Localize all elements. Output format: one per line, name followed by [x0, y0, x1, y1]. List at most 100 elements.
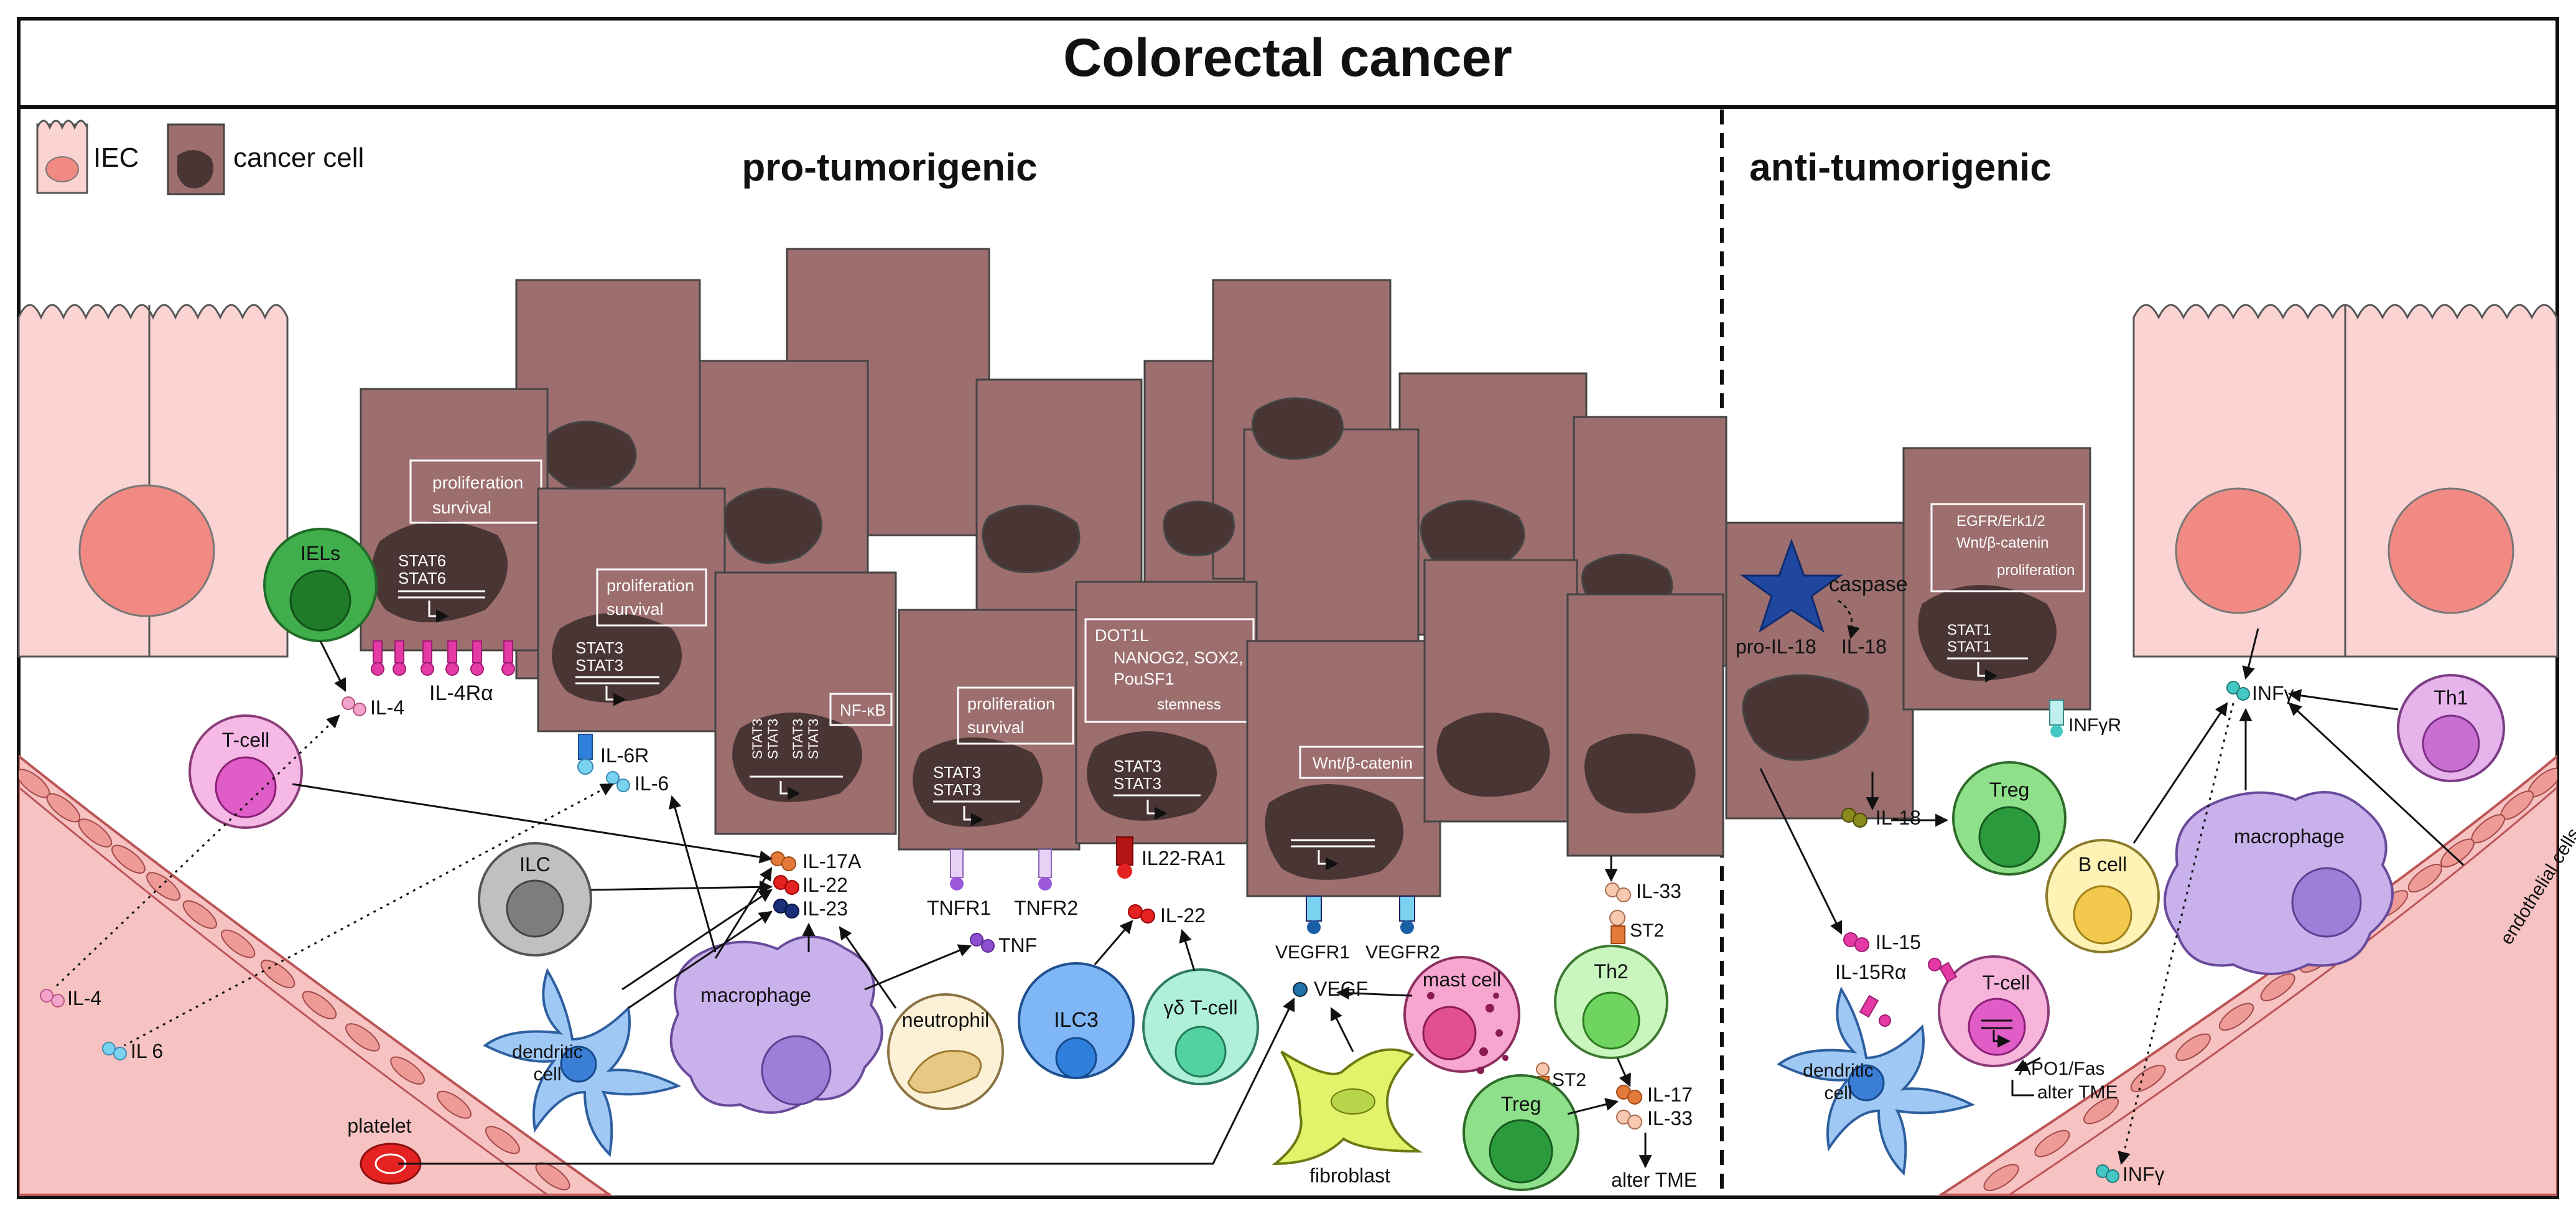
iels-cell: IELs [263, 528, 378, 642]
stat6-label-2: STAT6 [398, 569, 446, 587]
ilc-label: ILC [519, 853, 551, 876]
endothelial-cell [182, 900, 217, 929]
ilc-cell: ILC [478, 842, 592, 956]
th1-cell: Th1 [2397, 674, 2505, 782]
dot1l-line-4: stemness [1157, 696, 1221, 713]
stat3-quad-1: STAT3 [750, 719, 765, 759]
iels-label: IELs [300, 542, 340, 564]
cancer-cell-wnt: Wnt/β-catenin [1246, 640, 1441, 897]
endothelial-cell [2260, 973, 2295, 1002]
mast-cell-label: mast cell [1423, 968, 1501, 991]
platelet-cell: platelet [347, 1115, 422, 1185]
treg-anti-label: Treg [1989, 779, 2030, 801]
il33-dots-2 [1616, 1110, 1642, 1129]
dendritic-cell-anti: dendritic cell [1777, 986, 1976, 1176]
t-cell-anti: T-cell [1928, 955, 2050, 1067]
legend-iec-label: IEC [93, 143, 139, 173]
il33-label: IL-33 [1636, 880, 1681, 902]
endothelial-cell [2407, 864, 2442, 893]
il6-label: IL-6 [635, 772, 669, 795]
il18-label-2: IL-18 [1876, 807, 1921, 829]
legend: IEC cancer cell [36, 119, 364, 195]
il23-dots [773, 899, 799, 919]
il4-dots [342, 696, 366, 716]
stat3-quad-3: STAT3 [790, 719, 806, 759]
vegfr-receptors [1306, 896, 1415, 934]
dendritic-anti-label-1: dendritic [1803, 1060, 1873, 1081]
cancer-cell-il33 [1423, 559, 1724, 857]
endothelial-cell [1983, 1164, 2019, 1191]
il17-label: IL-17 [1647, 1083, 1693, 1106]
cancer-cell-tnfr: proliferation survival STAT3 STAT3 [898, 609, 1081, 851]
egfr-line-3: proliferation [1997, 562, 2075, 579]
treg-anti-cell: Treg [1952, 761, 2067, 876]
endothelial-cell [302, 991, 337, 1019]
il17-dots [1616, 1085, 1642, 1105]
st2-receptor [1609, 910, 1625, 944]
il22-label-2: IL-22 [1160, 904, 1206, 927]
tnf-box-line-1: proliferation [967, 695, 1055, 713]
treg-pro-label: Treg [1501, 1093, 1541, 1115]
il4r-label: IL-4Rα [429, 681, 493, 705]
cancer-cell-dot1l: DOT1L NANOG2, SOX2, PouSF1 stemness STAT… [1075, 581, 1258, 844]
vegf-dot [1293, 982, 1308, 997]
th1-label: Th1 [2434, 686, 2468, 709]
macrophage-pro-label: macrophage [700, 984, 811, 1006]
endothelial-cell [221, 929, 256, 958]
il4r-receptors [371, 640, 515, 676]
dot1l-line-3: PouSF1 [1114, 670, 1174, 688]
endothelial-cell [485, 1126, 520, 1154]
ifngr-receptor [2049, 699, 2064, 737]
il23-label: IL-23 [802, 897, 848, 920]
cancer-cell-stat3-il6r: proliferation survival STAT3 STAT3 [537, 487, 726, 732]
anti-tumorigenic-heading: anti-tumorigenic [1749, 146, 2052, 189]
stat3-quad-2: STAT3 [765, 719, 781, 759]
stat3b-label-1: STAT3 [933, 763, 981, 782]
fibroblast-label: fibroblast [1309, 1164, 1390, 1187]
dendritic-pro-label-2: cell [533, 1064, 561, 1085]
gamma-delta-t-cell: γδ T-cell [1142, 968, 1259, 1085]
caspase-label: caspase [1829, 573, 1908, 596]
dot1l-line-1: DOT1L [1095, 626, 1149, 645]
th2-cell: Th2 [1554, 945, 1668, 1059]
endothelial-cell [46, 793, 81, 823]
il15ra-label: IL-15Rα [1835, 961, 1907, 983]
gamma-delta-label: γδ T-cell [1163, 996, 1237, 1019]
cancer-cell-caspase: caspase pro-IL-18 IL-18 [1736, 538, 1908, 658]
endothelial-cell [2130, 1064, 2166, 1092]
pro-tumorigenic-heading: pro-tumorigenic [742, 146, 1037, 189]
il6-vessel-dots [102, 1042, 127, 1060]
stat6-box-line-2: survival [432, 498, 491, 517]
il4-vessel-label: IL-4 [67, 987, 101, 1009]
stat1-label-2: STAT1 [1947, 638, 1991, 655]
caspase-star-icon [1740, 538, 1843, 633]
tnfr-receptors [950, 849, 1052, 891]
il15-label: IL-15 [1876, 931, 1921, 953]
endothelial-cell [2034, 1129, 2070, 1158]
neutrophil-cell: neutrophil [887, 993, 1004, 1110]
stat3b-label-2: STAT3 [933, 780, 981, 799]
dendritic-anti-label-2: cell [1824, 1083, 1852, 1103]
il22-label: IL-22 [802, 874, 848, 896]
stat6-box-line-1: proliferation [432, 473, 523, 492]
il6r-label: IL-6R [600, 744, 649, 767]
t-cell-pro-label: T-cell [222, 729, 269, 751]
dendritic-cell-pro: dendritic cell [483, 968, 682, 1158]
tnf-box-line-2: survival [967, 718, 1025, 737]
t-cell-pro: T-cell [188, 714, 303, 829]
alter-tme-label: alter TME [1611, 1169, 1697, 1191]
vegf-label: VEGF [1314, 978, 1368, 1000]
ifng-label: INFγ [2252, 682, 2294, 704]
il6r-receptor [577, 734, 593, 775]
egfr-line-1: EGFR/Erk1/2 [1956, 513, 2045, 530]
tnf-label: TNF [998, 934, 1037, 956]
il18-label: IL-18 [1841, 635, 1887, 658]
legend-cancer-cell-icon [167, 123, 225, 195]
pro-il18-label: pro-IL-18 [1736, 635, 1816, 658]
st2-treg-label: ST2 [1552, 1070, 1586, 1090]
ifng-dots [2226, 681, 2250, 701]
macrophage-pro: macrophage [669, 935, 883, 1114]
endothelial-cell [345, 1023, 380, 1052]
ifng-vessel-dots [2096, 1164, 2119, 1183]
